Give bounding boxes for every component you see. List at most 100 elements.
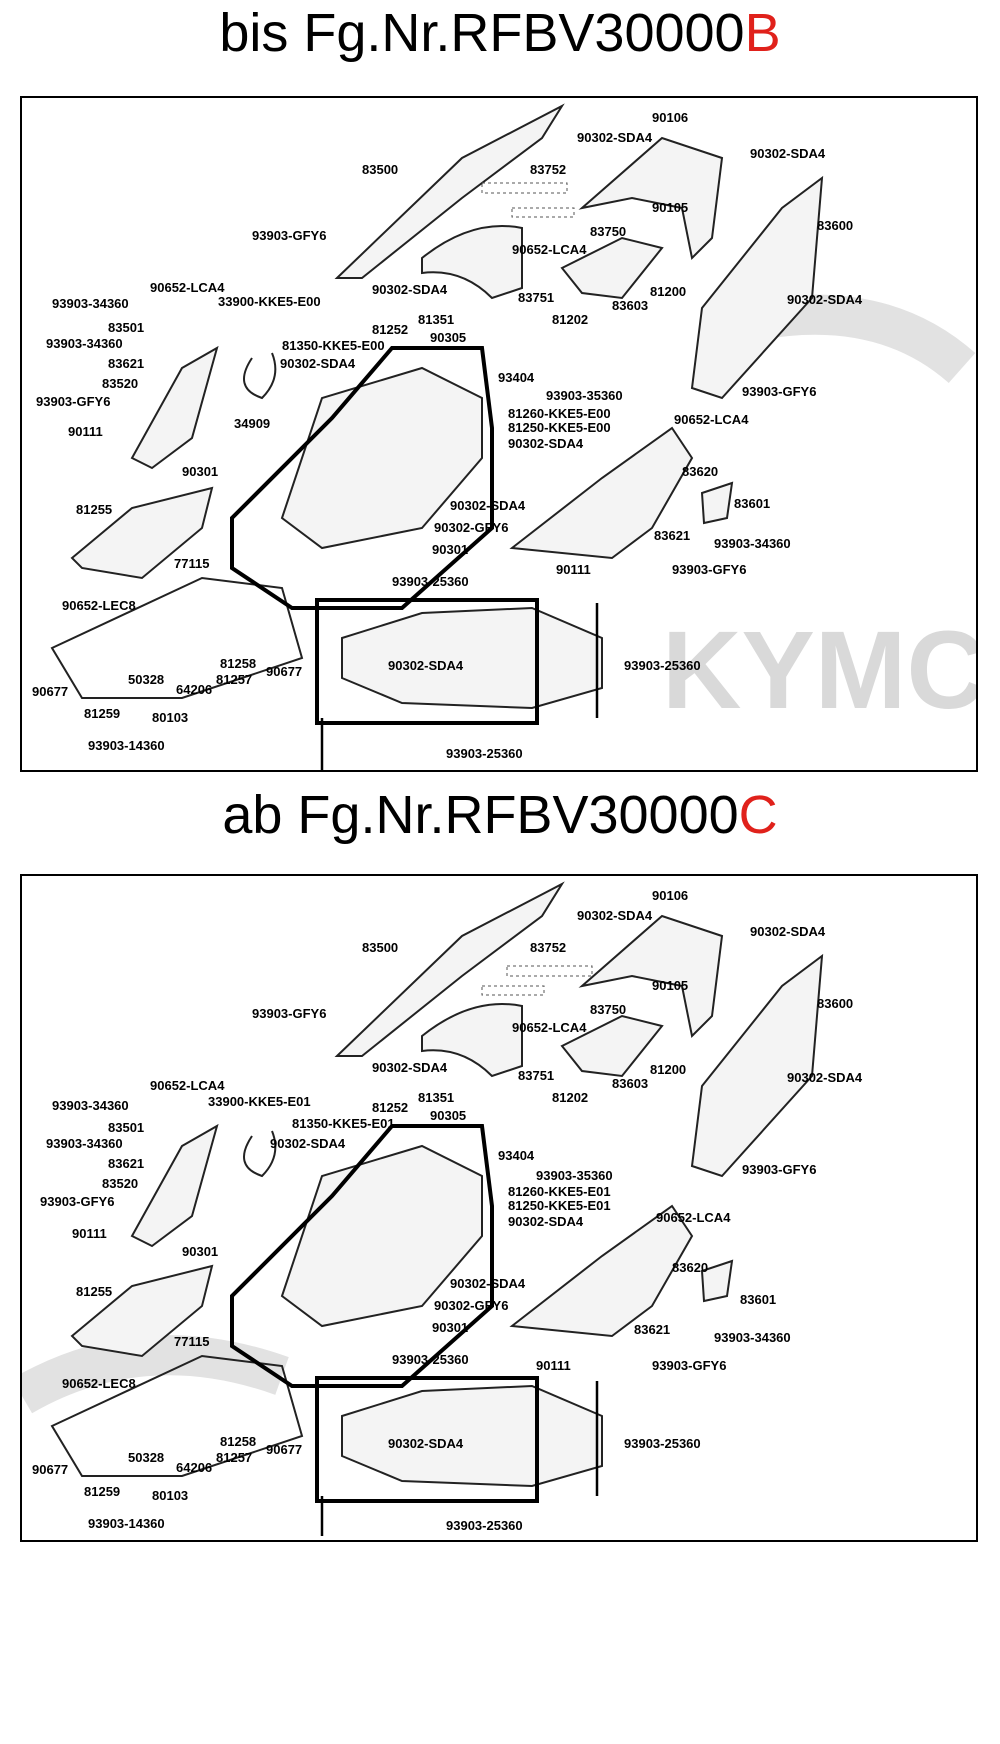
part-81250-shape (280, 366, 483, 550)
label-81260: 81260-KKE5-E00 (508, 406, 611, 421)
label-90302-sda4: 90302-SDA4 (577, 130, 653, 145)
part-83752-outline (506, 965, 593, 977)
label-83750: 83750 (590, 224, 626, 239)
label-83751: 83751 (518, 290, 554, 305)
label-93903-25360: 93903-25360 (624, 1436, 701, 1451)
label-93903-gfy6: 93903-GFY6 (40, 1194, 114, 1209)
part-77115-shape (50, 576, 304, 699)
label-83621: 83621 (108, 356, 144, 371)
label-90302-sda4: 90302-SDA4 (450, 498, 526, 513)
label-93903-25360: 93903-25360 (446, 746, 523, 761)
label-93404: 93404 (498, 1148, 535, 1163)
label-90652-lca4: 90652-LCA4 (150, 1078, 225, 1093)
label-90105: 90105 (652, 978, 688, 993)
label-81252: 81252 (372, 1100, 408, 1115)
label-90652-lca4: 90652-LCA4 (512, 242, 587, 257)
label-64206: 64206 (176, 1460, 212, 1475)
part-83520-shape (130, 1123, 219, 1248)
label-81259: 81259 (84, 1484, 120, 1499)
diagram-2-box-bracket (230, 1124, 494, 1388)
label-81351: 81351 (418, 312, 454, 327)
label-90652-lec8: 90652-LEC8 (62, 598, 136, 613)
label-93903-34360: 93903-34360 (714, 1330, 791, 1345)
label-81250: 81250-KKE5-E00 (508, 420, 611, 435)
label-93903-34360: 93903-34360 (46, 1136, 123, 1151)
label-93903-34360: 93903-34360 (714, 536, 791, 551)
label-81252: 81252 (372, 322, 408, 337)
label-81202: 81202 (552, 1090, 588, 1105)
label-90302-sda4: 90302-SDA4 (280, 356, 356, 371)
label-90301: 90301 (182, 464, 218, 479)
part-83620-shape (509, 426, 694, 560)
label-93903-25360: 93903-25360 (392, 574, 469, 589)
label-90652-lca4: 90652-LCA4 (674, 412, 749, 427)
diagram-1-heading-suffix: B (744, 3, 781, 63)
part-83751-shape (421, 1003, 523, 1078)
label-90302-sda4: 90302-SDA4 (787, 292, 863, 307)
label-83603: 83603 (612, 298, 648, 313)
label-83600: 83600 (817, 996, 853, 1011)
label-93903-gfy6: 93903-GFY6 (742, 384, 816, 399)
label-93903-gfy6: 93903-GFY6 (672, 562, 746, 577)
part-83752-outline-b (481, 985, 545, 996)
label-33900: 33900-KKE5-E00 (218, 294, 321, 309)
diagram-2-drawing: 90106 90302-SDA4 83752 90302-SDA4 83500 … (22, 881, 863, 1536)
label-83520: 83520 (102, 1176, 138, 1191)
label-81255: 81255 (76, 502, 112, 517)
diagram-1-floor-bracket (315, 598, 539, 725)
label-81200: 81200 (650, 1062, 686, 1077)
diagram-2-heading: ab Fg.Nr.RFBV30000C (0, 784, 1000, 846)
label-90301: 90301 (182, 1244, 218, 1259)
label-90302-sda4: 90302-SDA4 (508, 1214, 584, 1229)
label-90111: 90111 (556, 562, 591, 577)
label-81255: 81255 (76, 1284, 112, 1299)
label-93903-25360: 93903-25360 (446, 1518, 523, 1533)
label-83751: 83751 (518, 1068, 554, 1083)
label-90105: 90105 (652, 200, 688, 215)
part-83600-shape (690, 953, 824, 1178)
label-93903-25360: 93903-25360 (392, 1352, 469, 1367)
part-83500-shape (334, 881, 565, 1057)
label-90652-lca4: 90652-LCA4 (512, 1020, 587, 1035)
label-93903-14360: 93903-14360 (88, 1516, 165, 1531)
label-90305: 90305 (430, 330, 466, 345)
label-90302-sda4: 90302-SDA4 (388, 1436, 464, 1451)
label-81257: 81257 (216, 1450, 252, 1465)
label-90652-lec8: 90652-LEC8 (62, 1376, 136, 1391)
label-93903-35360: 93903-35360 (536, 1168, 613, 1183)
label-83601: 83601 (734, 496, 770, 511)
part-81200-shape (578, 914, 724, 1039)
label-64206: 64206 (176, 682, 212, 697)
part-83751-shape (421, 225, 523, 300)
label-90652-lca4: 90652-LCA4 (150, 280, 225, 295)
label-33900: 33900-KKE5-E01 (208, 1094, 311, 1109)
label-90677: 90677 (32, 684, 68, 699)
label-81258: 81258 (220, 1434, 256, 1449)
part-83750-shape (560, 1014, 664, 1078)
part-floor-shape (341, 606, 603, 710)
label-83621: 83621 (634, 1322, 670, 1337)
part-83752-outline (481, 182, 568, 194)
label-90302-sda4: 90302-SDA4 (372, 282, 448, 297)
label-83621: 83621 (108, 1156, 144, 1171)
label-90302-gfy6: 90302-GFY6 (434, 520, 508, 535)
label-81202: 81202 (552, 312, 588, 327)
label-81259: 81259 (84, 706, 120, 721)
label-93903-35360: 93903-35360 (546, 388, 623, 403)
part-81255-shape (70, 486, 214, 580)
part-83601-shape (700, 481, 734, 525)
diagram-1-drawing: KYMC 90106 903 (32, 103, 976, 770)
label-83601: 83601 (740, 1292, 776, 1307)
label-83621: 83621 (654, 528, 690, 543)
label-93903-34360: 93903-34360 (46, 336, 123, 351)
part-83750-shape (560, 236, 664, 300)
label-90652-lca4: 90652-LCA4 (656, 1210, 731, 1225)
part-83601-shape (700, 1259, 734, 1303)
label-81257: 81257 (216, 672, 252, 687)
label-93903-gfy6: 93903-GFY6 (252, 1006, 326, 1021)
diagram-1-heading: bis Fg.Nr.RFBV30000B (0, 2, 1000, 64)
label-90106: 90106 (652, 110, 688, 125)
label-93903-gfy6: 93903-GFY6 (252, 228, 326, 243)
label-90677: 90677 (266, 1442, 302, 1457)
diagram-1-watermark: KYMC (662, 609, 976, 732)
